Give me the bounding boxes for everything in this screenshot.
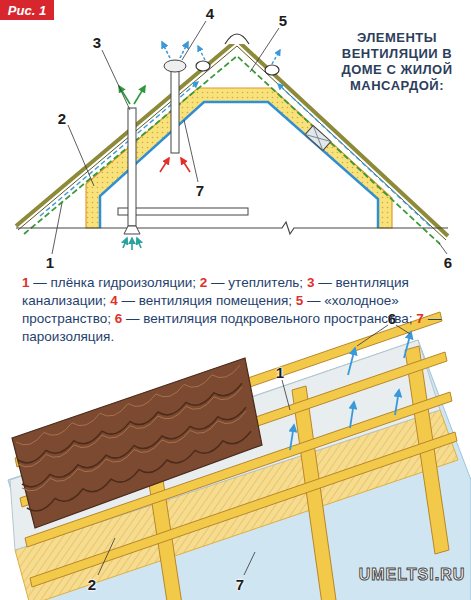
tile-highlight [16, 365, 240, 445]
floor-line [16, 222, 448, 234]
floor-drain [124, 226, 140, 234]
leader-line [439, 243, 447, 254]
ridge-cap [225, 34, 249, 44]
tile-row [27, 431, 251, 511]
roof-vent [196, 61, 210, 71]
roof-tiles [12, 358, 262, 528]
leader-line [250, 28, 279, 72]
key-text: — утеплитель; [211, 275, 303, 290]
vapor-barrier-sheet [8, 340, 471, 600]
callout-number: 5 [279, 12, 287, 29]
key-number: 6 [115, 311, 123, 326]
leader-line [52, 203, 62, 254]
key-text: — вентиляция подкровельного пространства… [126, 311, 413, 326]
watermark: UMELTSI.RU [359, 566, 466, 584]
figure-tag [0, 0, 54, 20]
leader-line [244, 552, 255, 575]
air-flow-arrow [198, 46, 205, 60]
diagram-title: ЭЛЕМЕНТЫ ВЕНТИЛЯЦИИ В ДОМЕ С ЖИЛОЙ МАНСА… [333, 30, 461, 94]
roof-vent [265, 65, 279, 75]
air-flow-arrow [395, 390, 399, 415]
air-flow-arrow [123, 238, 127, 248]
air-flow-arrow [180, 42, 188, 58]
callout-number: 6 [444, 254, 452, 271]
key-number: 5 [296, 293, 304, 308]
callout-number: 3 [93, 34, 101, 51]
air-flow-arrow [404, 332, 411, 358]
air-flow-arrow [131, 238, 133, 250]
key-text: — вентиляция помещения; [121, 293, 292, 308]
air-flow-arrow [134, 86, 145, 104]
air-flow-arrow [137, 238, 141, 248]
callout-number: 2 [58, 110, 66, 127]
air-flow-arrow [290, 425, 294, 450]
air-flow-arrow [160, 158, 169, 172]
air-flow-arrow [278, 84, 430, 226]
leader-line [68, 125, 94, 186]
leader-line [102, 50, 130, 110]
callout-number: 1 [276, 364, 284, 381]
key-number: 3 [307, 275, 315, 290]
key-number: 2 [200, 275, 208, 290]
callout-number: 2 [88, 576, 96, 593]
callout-number: 7 [236, 576, 244, 593]
key-number: 4 [110, 293, 118, 308]
tile-highlight [22, 411, 246, 491]
air-flow-arrow [348, 348, 355, 375]
leader-line [182, 21, 206, 60]
room-vent-pipe [171, 68, 179, 153]
leader-line [184, 120, 198, 182]
callout-number: 7 [196, 182, 204, 199]
key-text: — плёнка гидроизоляции; [33, 275, 196, 290]
air-flow-arrow [181, 158, 190, 172]
air-flow-arrow [350, 402, 354, 428]
air-flow-arrow [272, 50, 280, 64]
key-number: 7 [416, 311, 424, 326]
leader-line [396, 325, 410, 334]
sewer-vent-pipe [128, 108, 136, 226]
air-flow-arrow [162, 42, 170, 58]
key-number: 1 [22, 275, 30, 290]
callout-number: 4 [206, 5, 214, 22]
callout-number: 1 [46, 254, 54, 271]
leader-line [98, 538, 115, 575]
air-flow-arrow [119, 86, 130, 104]
leader-line [282, 380, 290, 410]
roof-window [305, 126, 331, 151]
figure-label: Рис. 1 [8, 3, 46, 18]
legend-key: 1— плёнка гидроизоляции; 2— утеплитель; 3 —… [22, 274, 454, 346]
drain-pipe [118, 208, 248, 215]
vent-cap [164, 60, 186, 72]
leader-line [357, 325, 388, 346]
window-glazing [305, 126, 331, 151]
